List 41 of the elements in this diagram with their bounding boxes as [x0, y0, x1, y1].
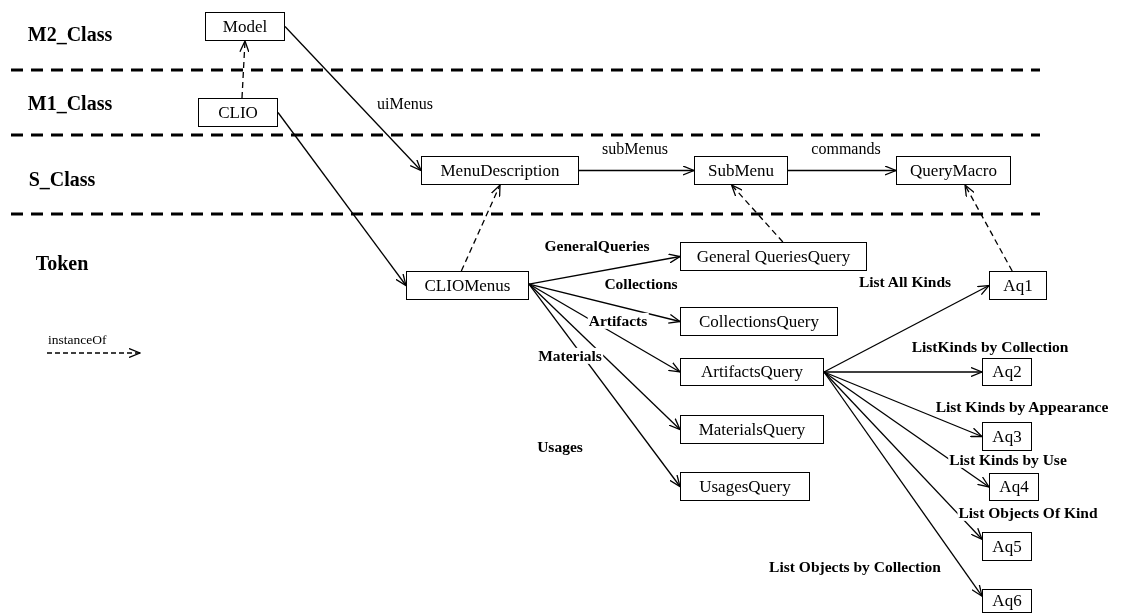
class-box: QueryMacro	[896, 156, 1011, 185]
class-box: UsagesQuery	[680, 472, 810, 501]
arrow	[528, 253, 681, 285]
layer-label: Token	[35, 251, 89, 275]
class-box: CollectionsQuery	[680, 307, 838, 336]
edge-label: Materials	[537, 347, 603, 365]
arrow	[284, 25, 422, 172]
class-box: MaterialsQuery	[680, 415, 824, 444]
arrow	[823, 371, 983, 597]
layer-label: M2_Class	[27, 22, 113, 46]
class-box: Model	[205, 12, 285, 41]
dashed-arrow	[460, 184, 501, 272]
class-box: CLIOMenus	[406, 271, 529, 300]
dashed-arrow	[964, 184, 1013, 272]
dashed-arrow	[730, 184, 784, 243]
layer-label: S_Class	[28, 167, 96, 191]
class-box: Aq2	[982, 358, 1032, 386]
arrow	[277, 111, 407, 287]
class-box: Aq3	[982, 422, 1032, 451]
class-box: Aq1	[989, 271, 1047, 300]
arrow	[823, 371, 983, 438]
arrow	[823, 366, 983, 378]
legend-label: instanceOf	[48, 332, 107, 348]
class-box: MenuDescription	[421, 156, 579, 185]
layer-label: M1_Class	[27, 91, 113, 115]
class-box: General QueriesQuery	[680, 242, 867, 271]
edge-label: Artifacts	[587, 312, 649, 330]
arrow	[528, 283, 681, 324]
dashed-arrow	[239, 40, 250, 99]
arrow	[823, 371, 990, 488]
class-box: ArtifactsQuery	[680, 358, 824, 386]
class-box: Aq6	[982, 589, 1032, 613]
arrow	[787, 165, 897, 176]
class-box: Aq4	[989, 473, 1039, 501]
arrow	[528, 283, 681, 488]
arrow	[823, 284, 990, 373]
class-box: CLIO	[198, 98, 278, 127]
class-box: Aq5	[982, 532, 1032, 561]
arrow	[528, 283, 681, 373]
class-box: SubMenu	[694, 156, 788, 185]
arrow	[578, 165, 695, 176]
